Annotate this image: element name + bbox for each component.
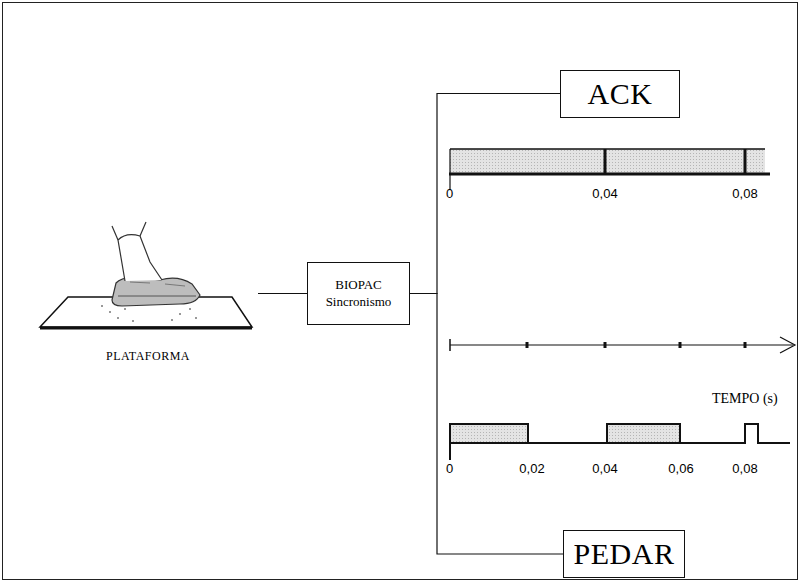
pedar-pulse [607,424,680,443]
pedar-signal [450,424,790,460]
ack-top [450,148,765,150]
axis-value: 0 [446,187,453,201]
axis-tick [679,342,682,348]
pedar-waveform [450,424,790,460]
time-axis [450,337,795,353]
pedar-baseline [607,442,680,444]
axis-line [450,344,793,345]
connector [410,294,563,555]
shoe-detail [130,282,185,286]
connector [410,94,560,294]
impact-dots [101,305,197,322]
ack-tick [604,149,607,174]
box-label: PEDAR [574,535,675,573]
platform-illustration [40,222,252,328]
axis-value: 0,04 [592,187,617,201]
connector-line [258,293,307,294]
axis-value: 0 [446,462,453,476]
ack-tick [449,149,450,190]
pedar-pulse [450,424,528,443]
ack-signal [449,149,770,190]
shoe [112,278,200,306]
axis-title: TEMPO (s) [712,391,778,406]
axis-tick [604,342,607,348]
axis-tick [449,339,451,351]
platform-label: PLATAFORMA [106,349,190,364]
ack-baseline [449,173,770,176]
connector [258,293,307,294]
platform-edge [40,327,252,330]
axis-value: 0,06 [668,462,693,476]
signal-box: ACK [560,70,680,118]
axis-value: 0,08 [732,462,757,476]
sync-box: BIOPAC Sincronismo [307,262,410,325]
axis-tick [526,342,529,348]
axis-value: 0,08 [732,187,757,201]
pedar-baseline [450,442,528,444]
signal-box: PEDAR [563,530,685,578]
box-label: BIOPAC Sincronismo [314,277,403,310]
leg [118,235,162,281]
leg-lines [112,222,146,240]
axis-tick [744,342,747,348]
axis-value: 0,02 [519,462,544,476]
box-label: ACK [588,75,653,113]
connector-line [410,294,563,555]
ack-tick [744,149,747,174]
platform-node: PLATAFORMA [38,212,258,364]
shoe-sole [118,296,196,297]
axis-arrow [780,337,795,353]
axis-value: 0,04 [592,462,617,476]
ack-bar [450,149,765,173]
connector-line [410,94,560,294]
